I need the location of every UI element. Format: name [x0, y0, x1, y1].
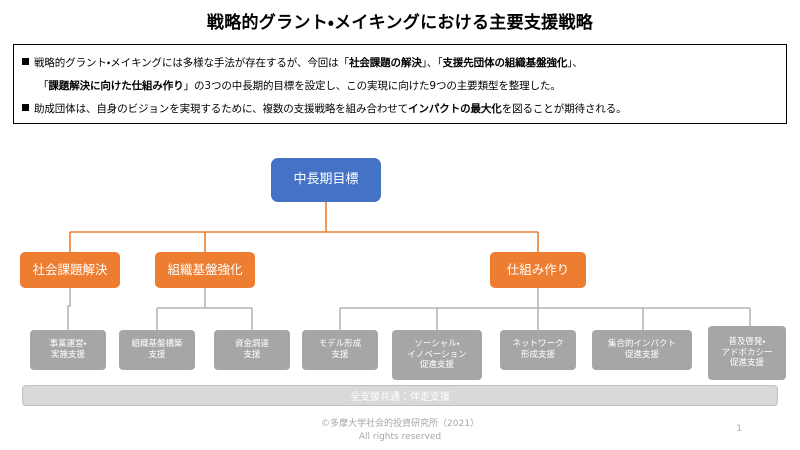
summary-text-box: 戦略的グラント・メイキングには多様な手法が存在するが、今回は「社会課題の解決」、…: [13, 44, 787, 124]
summary-line3-emphasis: インパクトの最大化: [408, 103, 502, 115]
summary-line3-part-c: を図ることが期待される。: [501, 103, 627, 115]
leaf-7-line-1: 集合的インパクト: [607, 339, 676, 350]
node-leaf-fundraising[interactable]: 資金調達 支援: [214, 330, 290, 370]
summary-line3-part-a: 助成団体は、自身のビジョンを実現するために、複数の支援戦略を組み合わせて: [34, 103, 409, 115]
node-pillar-mechanism[interactable]: 仕組み作り: [490, 252, 586, 288]
node-leaf-org-building[interactable]: 組織基盤構築 支援: [119, 330, 195, 370]
gray-connectors: [67, 288, 751, 330]
summary-bullet-1-continued: 「課題解決に向けた仕組み作り」の3つの中長期的目標を設定し、この実現に向けた9つ…: [22, 75, 778, 98]
common-support-bar[interactable]: 全支援共通：伴走支援: [22, 385, 778, 406]
node-leaf-model-formation[interactable]: モデル形成 支援: [302, 330, 378, 370]
node-leaf-social-innovation[interactable]: ソーシャル・ イノベーション 促進支援: [392, 330, 482, 380]
leaf-6-line-1: ネットワーク: [512, 339, 564, 350]
orange-connectors: [69, 202, 539, 252]
node-leaf-collective-impact[interactable]: 集合的インパクト 促進支援: [592, 330, 692, 370]
page-title: 戦略的グラント・メイキングにおける主要支援戦略: [206, 13, 594, 33]
copyright-notice: ©多摩大学社会的投資研究所（2021） All rights reserved: [0, 418, 800, 444]
leaf-6-line-2: 形成支援: [520, 350, 555, 360]
bullet-square-icon: [22, 58, 29, 65]
summary-line1-part-a: 戦略的グラント・メイキングには多様な手法が存在するが、今回は「: [34, 57, 349, 69]
leaf-8-line-2: アドボカシー: [721, 347, 773, 358]
leaf-5-line-2: イノベーション: [407, 349, 467, 360]
leaf-3-line-2: 支援: [243, 350, 261, 360]
leaf-4-line-2: 支援: [331, 350, 349, 360]
leaf-7-line-2: 促進支援: [624, 350, 659, 360]
summary-line2-part-a: 「: [38, 80, 49, 92]
node-pillar-social-issue[interactable]: 社会課題解決: [20, 252, 120, 288]
leaf-5-line-1: ソーシャル・: [414, 339, 460, 350]
leaf-2-line-1: 組織基盤構築: [131, 339, 183, 350]
summary-bullet-2: 助成団体は、自身のビジョンを実現するために、複数の支援戦略を組み合わせてインパク…: [22, 98, 778, 121]
summary-line1-part-e: 」、: [567, 57, 583, 69]
leaf-5-line-3: 促進支援: [419, 360, 454, 371]
summary-line1-emphasis-1: 社会課題の解決: [348, 57, 422, 69]
node-leaf-advocacy[interactable]: 普及啓発・ アドボカシー 促進支援: [708, 326, 786, 380]
page-number: 1: [736, 424, 742, 434]
leaf-3-line-1: 資金調達: [234, 339, 269, 350]
summary-line2-part-c: 」の3つの中長期的目標を設定し、この実現に向けた9つの主要類型を整理した。: [183, 80, 561, 92]
copyright-line-2: All rights reserved: [358, 432, 442, 442]
leaf-2-line-2: 支援: [148, 350, 166, 360]
node-long-term-goal[interactable]: 中長期目標: [271, 158, 381, 202]
summary-line2-emphasis: 課題解決に向けた仕組み作り: [48, 80, 184, 92]
summary-line1-emphasis-2: 支援先団体の組織基盤強化: [442, 57, 568, 69]
node-leaf-business-operation[interactable]: 事業運営・ 実施支援: [30, 330, 106, 370]
copyright-line-1: ©多摩大学社会的投資研究所（2021）: [321, 419, 479, 429]
leaf-1-line-2: 実施支援: [50, 350, 85, 360]
leaf-1-line-1: 事業運営・: [49, 339, 87, 350]
summary-line1-part-c: 」、「: [421, 57, 443, 69]
bullet-square-icon-2: [22, 104, 29, 111]
node-pillar-org-foundation[interactable]: 組織基盤強化: [155, 252, 255, 288]
leaf-8-line-1: 普及啓発・: [728, 337, 766, 348]
node-leaf-network-formation[interactable]: ネットワーク 形成支援: [500, 330, 576, 370]
leaf-4-line-1: モデル形成: [318, 339, 362, 350]
leaf-8-line-3: 促進支援: [729, 358, 764, 369]
summary-bullet-1: 戦略的グラント・メイキングには多様な手法が存在するが、今回は「社会課題の解決」、…: [22, 52, 778, 75]
